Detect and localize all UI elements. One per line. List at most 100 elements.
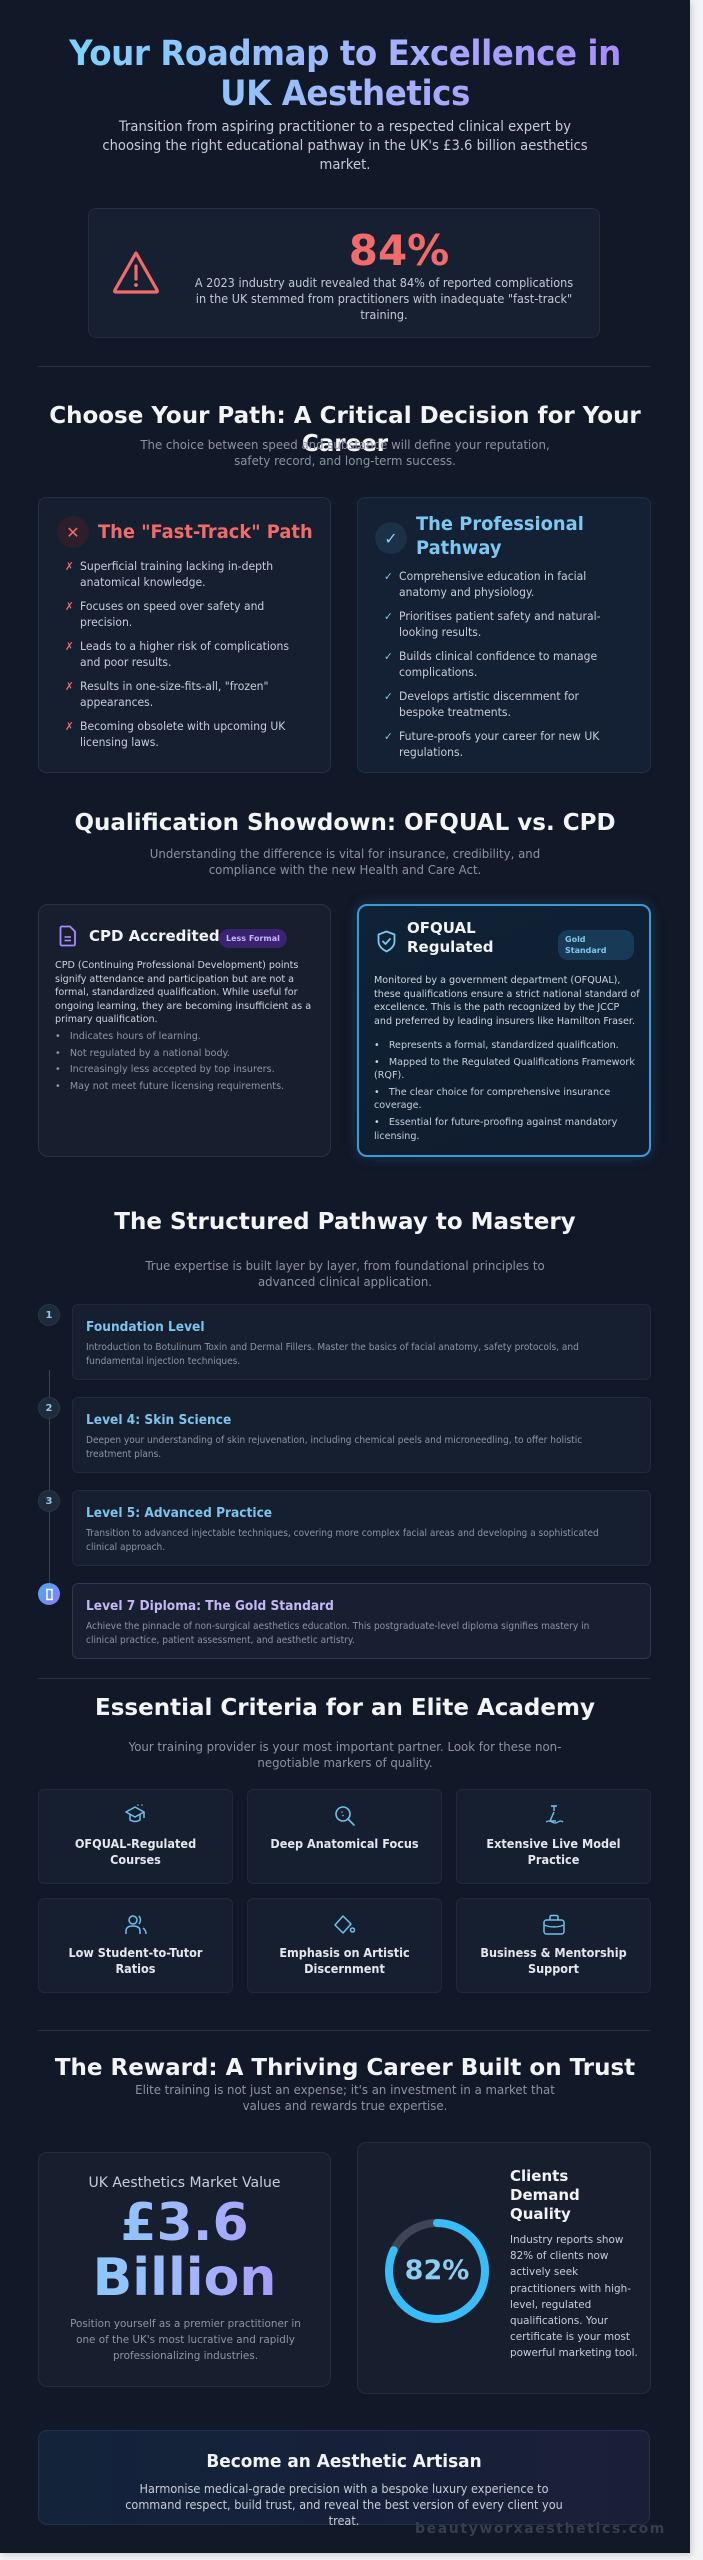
step-description: Introduction to Botulinum Toxin and Derm… [86,1342,579,1367]
hero-subtitle: Transition from aspiring practitioner to… [102,119,588,173]
step-title: Level 4: Skin Science [86,1413,232,1428]
demand-title: Clients Demand Quality [510,2167,580,2223]
fast-track-path-card: ✕ The "Fast-Track" Path ✗Superficial tra… [38,497,331,773]
section-divider [38,2030,650,2031]
pathway-section-subtitle: True expertise is built layer by layer, … [145,1258,545,1289]
qualifications-section-title: Qualification Showdown: OFQUAL vs. CPD [74,810,616,836]
check-mark-icon: ✓ [384,650,393,663]
market-value-amount: £3.6 [39,2195,330,2251]
professional-item: ✓Prioritises patient safety and natural-… [384,609,601,639]
criteria-card-anatomical-focus: Deep Anatomical Focus [247,1789,442,1884]
step-node-1: 1 [38,1304,60,1326]
criteria-label: Extensive Live Model Practice [486,1837,621,1867]
professional-item: ✓Future-proofs your career for new UK re… [384,729,600,759]
syringe-icon [545,1805,563,1824]
cta-banner: Become an Aesthetic Artisan Harmonise me… [38,2430,650,2528]
less-formal-badge: Less Formal [219,929,287,948]
ofqual-description: Monitored by a government department (OF… [374,975,640,1027]
reward-section-title: The Reward: A Thriving Career Built on T… [54,2055,636,2081]
ofqual-item: • Mapped to the Regulated Qualifications… [374,1056,635,1082]
cta-title: Become an Aesthetic Artisan [206,2451,482,2472]
market-value-unit: Billion [39,2249,330,2307]
fast-track-title: The "Fast-Track" Path [98,521,313,543]
cross-mark-icon: ✗ [65,680,74,693]
fast-track-item: ✗Superficial training lacking in-depth a… [65,559,274,589]
ofqual-item: • Represents a formal, standardized qual… [374,1040,619,1051]
step-node-3: 3 [38,1490,60,1512]
criteria-label: Emphasis on Artistic Discernment [279,1946,410,1976]
criteria-label: Business & Mentorship Support [480,1946,627,1976]
fast-track-item: ✗Results in one-size-fits-all, "frozen" … [65,679,269,709]
professional-item: ✓Comprehensive education in facial anato… [384,569,587,599]
watermark: beautyworxaesthetics.com [414,2521,666,2537]
criteria-label: OFQUAL-Regulated Courses [74,1837,197,1867]
check-mark-icon: ✓ [384,570,393,583]
paint-bucket-icon [333,1915,355,1934]
gold-standard-badge: Gold Standard [558,930,634,960]
fast-track-item: ✗Focuses on speed over safety and precis… [65,599,265,629]
step-title: Level 5: Advanced Practice [86,1506,273,1521]
criteria-card-artistic: Emphasis on Artistic Discernment [247,1898,442,1993]
fast-track-item: ✗Leads to a higher risk of complications… [65,639,290,669]
complication-stat-card: 84% A 2023 industry audit revealed that … [88,208,600,338]
check-mark-icon: ✓ [384,610,393,623]
cpd-item: • Not regulated by a national body. [55,1047,230,1059]
x-icon: ✕ [57,516,89,548]
ofqual-list: • Represents a formal, standardized qual… [374,1039,640,1146]
criteria-card-tutor-ratio: Low Student-to-Tutor Ratios [38,1898,233,1993]
criteria-card-ofqual-courses: OFQUAL-Regulated Courses [38,1789,233,1884]
step-title: Foundation Level [86,1320,205,1335]
check-mark-icon: ✓ [384,690,393,703]
step-card-foundation: Foundation Level Introduction to Botulin… [72,1304,651,1380]
step-title: Level 7 Diploma: The Gold Standard [86,1599,334,1614]
cpd-item: • Indicates hours of learning. [55,1031,201,1042]
step-description: Deepen your understanding of skin rejuve… [86,1435,583,1460]
professional-pathway-card: ✓ The Professional Pathway ✓Comprehensiv… [357,497,651,773]
complication-description: A 2023 industry audit revealed that 84% … [194,276,574,322]
briefcase-icon [542,1914,565,1935]
criteria-section-title: Essential Criteria for an Elite Academy [95,1695,595,1721]
page-title: Your Roadmap to Excellence in UK Aesthet… [61,34,628,114]
ofqual-item: • The clear choice for comprehensive ins… [374,1086,611,1112]
market-value-description: Position yourself as a premier practitio… [70,2318,301,2362]
step-card-level-5: Level 5: Advanced Practice Transition to… [72,1490,651,1566]
cpd-card: CPD Accredited Less Formal CPD (Continui… [38,904,331,1157]
section-divider [38,1678,650,1679]
step-description: Achieve the pinnacle of non-surgical aes… [86,1621,590,1646]
ofqual-card: OFQUAL Regulated Gold Standard Monitored… [357,904,651,1157]
warning-triangle-icon [113,251,159,294]
diploma-icon [45,1588,53,1600]
cta-text: Harmonise medical-grade precision with a… [125,2482,563,2528]
check-mark-icon: ✓ [384,730,393,743]
users-icon [124,1915,147,1935]
paths-section-subtitle: The choice between speed and substance w… [140,437,550,468]
cross-mark-icon: ✗ [65,720,74,733]
ofqual-item: • Essential for future-proofing against … [374,1116,618,1142]
reward-section-subtitle: Elite training is not just an expense; i… [135,2082,555,2113]
client-demand-card: 82% Clients Demand Quality Industry repo… [357,2142,651,2394]
shield-check-icon [377,930,396,953]
cpd-list: • Indicates hours of learning. • Not reg… [55,1030,317,1096]
magnifier-icon [334,1806,355,1826]
cpd-item: • May not meet future licensing requirem… [55,1080,285,1092]
pathway-section-title: The Structured Pathway to Mastery [114,1209,576,1235]
professional-title: The Professional Pathway [416,513,584,559]
professional-item: ✓Builds clinical confidence to manage co… [384,649,598,679]
document-icon [59,925,76,947]
paths-section-title: Choose Your Path: A Critical Decision fo… [49,403,641,457]
graduation-cap-icon [124,1804,145,1823]
complication-percent: 84% [348,226,450,275]
timeline-connector [49,1370,50,1590]
fast-track-list: ✗Superficial training lacking in-depth a… [65,558,320,758]
step-node-2: 2 [38,1397,60,1419]
cross-mark-icon: ✗ [65,600,74,613]
cross-mark-icon: ✗ [65,560,74,573]
professional-list: ✓Comprehensive education in facial anato… [384,568,639,768]
criteria-label: Deep Anatomical Focus [270,1837,419,1851]
infographic-page: Your Roadmap to Excellence in UK Aesthet… [0,0,690,2553]
check-icon: ✓ [375,522,407,554]
step-node-diploma [38,1583,60,1605]
cpd-description: CPD (Continuing Professional Development… [55,960,312,1026]
demand-percent: 82% [404,2255,470,2286]
market-value-card: UK Aesthetics Market Value £3.6 Billion … [38,2152,331,2387]
